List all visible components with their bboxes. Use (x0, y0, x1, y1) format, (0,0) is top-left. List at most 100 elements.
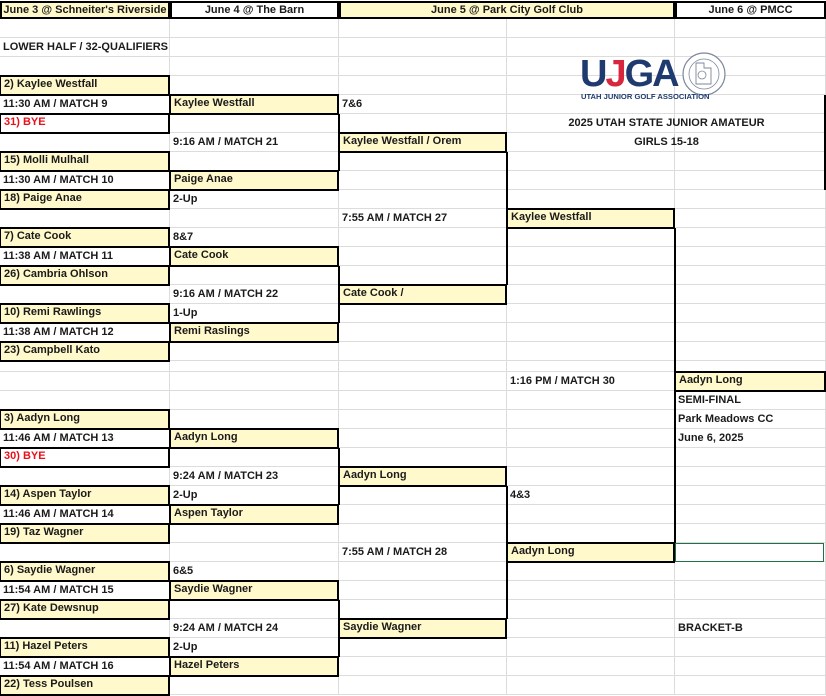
header-day3[interactable]: June 5 @ Park City Golf Club (339, 1, 675, 19)
seed-cell[interactable]: 27) Kate Dewsnup (0, 599, 170, 620)
grid-cell[interactable] (339, 372, 507, 391)
seed-cell-bye[interactable]: 31) BYE (0, 113, 170, 134)
match-time[interactable]: 9:24 AM / MATCH 23 (173, 470, 279, 482)
grid-cell[interactable] (507, 581, 675, 600)
seed-cell[interactable]: 14) Aspen Taylor (0, 485, 170, 506)
match-score[interactable]: 7&6 (342, 98, 363, 110)
winner-cell[interactable]: Kaylee Westfall (169, 94, 339, 115)
grid-cell[interactable] (507, 114, 675, 133)
match-time[interactable]: 11:30 AM / MATCH 10 (0, 171, 171, 190)
header-day1[interactable]: June 3 @ Schneiter's Riverside (0, 1, 170, 19)
grid-cell[interactable] (339, 304, 507, 323)
grid-cell[interactable] (675, 581, 826, 600)
seed-cell[interactable]: 22) Tess Poulsen (0, 675, 170, 696)
grid-cell[interactable] (339, 657, 507, 676)
grid-cell[interactable] (0, 38, 170, 57)
seed-cell[interactable]: 3) Aadyn Long (0, 409, 170, 430)
match-time[interactable]: 11:30 AM / MATCH 9 (0, 95, 171, 114)
match-time[interactable]: 11:38 AM / MATCH 12 (0, 323, 171, 342)
grid-cell[interactable] (675, 323, 826, 342)
grid-cell[interactable] (0, 361, 170, 372)
grid-cell[interactable] (339, 448, 507, 467)
match-score[interactable]: 6&5 (173, 565, 194, 577)
winner-cell[interactable]: Aadyn Long (506, 542, 675, 563)
grid-cell[interactable] (170, 410, 339, 429)
grid-cell[interactable] (339, 95, 507, 114)
seed-cell[interactable]: 15) Molli Mulhall (0, 151, 170, 172)
grid-cell[interactable] (170, 372, 339, 391)
winner-cell[interactable]: Saydie Wagner (338, 618, 507, 639)
grid-cell[interactable] (339, 114, 507, 133)
grid-cell[interactable] (675, 228, 826, 247)
grid-cell[interactable] (0, 372, 170, 391)
grid-cell[interactable] (339, 342, 507, 361)
winner-cell[interactable]: Cate Cook / (338, 284, 507, 305)
winner-cell[interactable]: Saydie Wagner (169, 580, 339, 601)
grid-cell[interactable] (170, 57, 339, 76)
grid-cell[interactable] (507, 152, 675, 171)
winner-cell[interactable]: Aadyn Long (338, 466, 507, 487)
grid-cell[interactable] (170, 19, 339, 38)
grid-cell[interactable] (339, 429, 507, 448)
grid-cell[interactable] (507, 171, 675, 190)
grid-cell[interactable] (507, 676, 675, 695)
grid-cell[interactable] (507, 657, 675, 676)
match-time[interactable]: 11:46 AM / MATCH 14 (0, 505, 171, 524)
grid-cell[interactable] (507, 76, 675, 95)
grid-cell[interactable] (339, 391, 507, 410)
grid-cell[interactable] (0, 133, 170, 152)
grid-cell[interactable] (507, 190, 675, 209)
seed-cell[interactable]: 23) Campbell Kato (0, 341, 170, 362)
grid-cell[interactable] (170, 342, 339, 361)
seed-cell[interactable]: 6) Saydie Wagner (0, 561, 170, 582)
seed-cell[interactable]: 2) Kaylee Westfall (0, 75, 170, 96)
grid-cell[interactable] (675, 562, 826, 581)
grid-cell[interactable] (507, 562, 675, 581)
semifinal-winner-cell[interactable]: Aadyn Long (674, 371, 826, 392)
grid-cell[interactable] (675, 190, 826, 209)
grid-cell[interactable] (339, 638, 507, 657)
header-day2[interactable]: June 4 @ The Barn (170, 1, 339, 19)
winner-cell[interactable]: Remi Raslings (169, 322, 339, 343)
match-time[interactable]: 11:54 AM / MATCH 15 (0, 581, 171, 600)
winner-cell[interactable]: Aadyn Long (169, 428, 339, 449)
grid-cell[interactable] (675, 676, 826, 695)
seed-cell[interactable]: 18) Paige Anae (0, 189, 170, 210)
seed-cell[interactable]: 10) Remi Rawlings (0, 303, 170, 324)
match-time[interactable]: 11:46 AM / MATCH 13 (0, 429, 171, 448)
grid-cell[interactable] (170, 361, 339, 372)
grid-cell[interactable] (507, 19, 675, 38)
grid-cell[interactable] (170, 676, 339, 695)
grid-cell[interactable] (170, 524, 339, 543)
grid-cell[interactable] (170, 391, 339, 410)
seed-cell[interactable]: 11) Hazel Peters (0, 637, 170, 658)
winner-cell[interactable]: Paige Anae (169, 170, 339, 191)
match-score[interactable]: 1-Up (173, 307, 198, 319)
grid-cell[interactable] (675, 342, 826, 361)
grid-cell[interactable] (675, 448, 826, 467)
grid-cell[interactable] (507, 133, 675, 152)
grid-cell[interactable] (339, 361, 507, 372)
match-time[interactable]: 7:55 AM / MATCH 28 (342, 546, 448, 558)
match-time[interactable]: 9:16 AM / MATCH 22 (173, 288, 279, 300)
grid-cell[interactable] (0, 467, 170, 486)
grid-cell[interactable] (675, 505, 826, 524)
grid-cell[interactable] (507, 638, 675, 657)
match-time[interactable]: 11:38 AM / MATCH 11 (0, 247, 171, 266)
grid-cell[interactable] (675, 486, 826, 505)
seed-cell[interactable]: 26) Cambria Ohlson (0, 265, 170, 286)
winner-cell[interactable]: Hazel Peters (169, 656, 339, 677)
grid-cell[interactable] (170, 190, 339, 209)
grid-cell[interactable] (0, 57, 170, 76)
seed-cell[interactable]: 19) Taz Wagner (0, 523, 170, 544)
grid-cell[interactable] (0, 619, 170, 638)
match-time[interactable]: 1:16 PM / MATCH 30 (510, 375, 615, 387)
grid-cell[interactable] (675, 600, 826, 619)
grid-cell[interactable] (339, 57, 507, 76)
grid-cell[interactable] (507, 600, 675, 619)
match-time[interactable]: 7:55 AM / MATCH 27 (342, 212, 448, 224)
match-score[interactable]: 8&7 (173, 231, 194, 243)
seed-cell-bye[interactable]: 30) BYE (0, 447, 170, 468)
grid-cell[interactable] (170, 38, 339, 57)
winner-cell[interactable]: Kaylee Westfall / Orem (338, 132, 507, 153)
